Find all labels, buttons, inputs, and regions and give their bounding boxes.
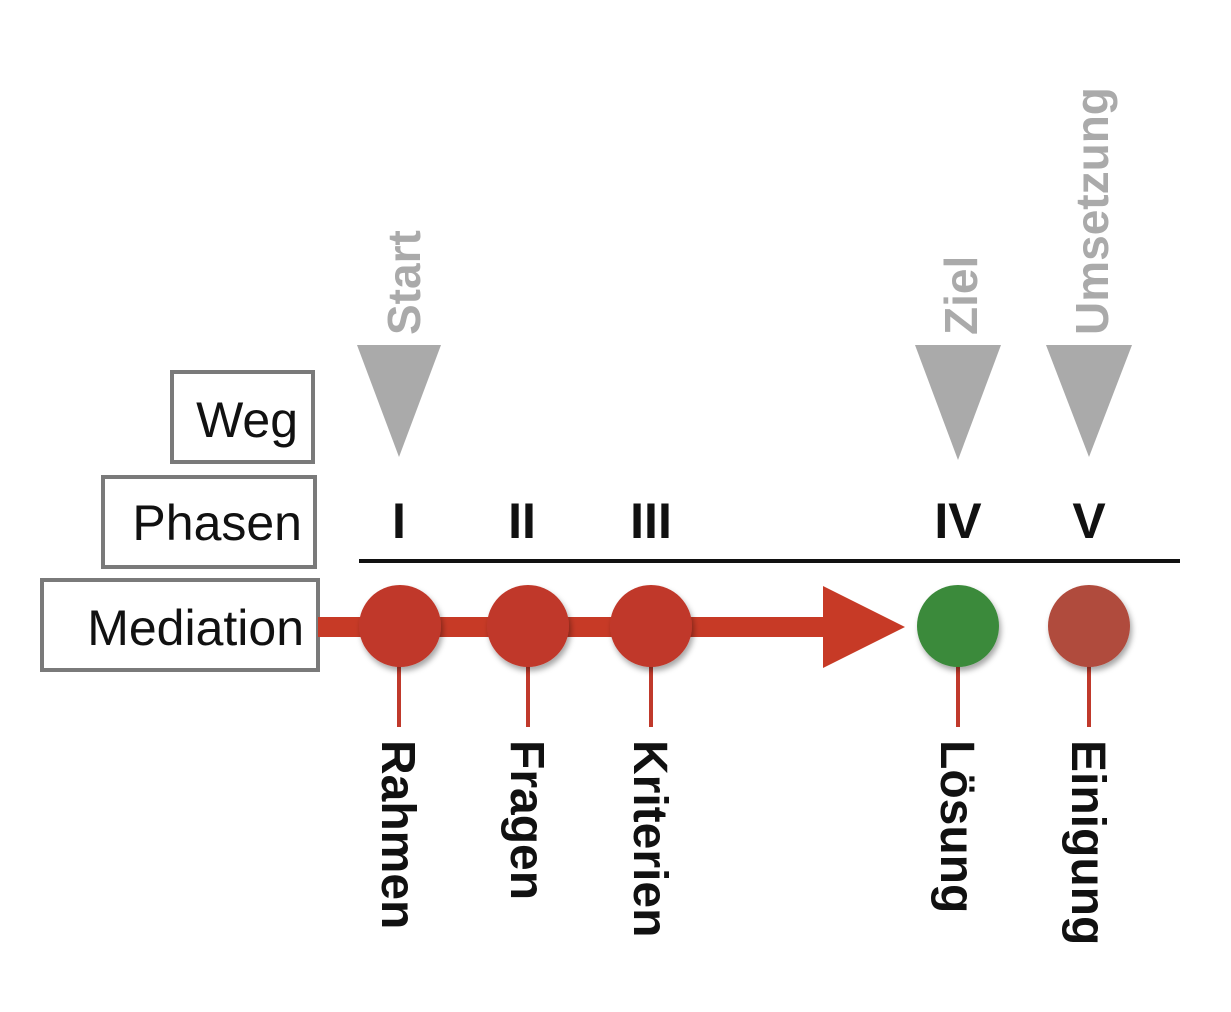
phase-numeral-3: III (630, 493, 672, 549)
step-circle-loesung (917, 585, 999, 667)
step-label-kriterien: Kriterien (623, 740, 676, 937)
mediation-label: Mediation (87, 600, 304, 656)
weg-box-frame (170, 370, 315, 464)
phase-numeral-2: II (508, 493, 536, 549)
step-label-rahmen: Rahmen (371, 740, 424, 929)
phasen-label: Phasen (132, 495, 302, 551)
step-label-einigung: Einigung (1061, 740, 1114, 945)
milestone-start: Start (378, 230, 430, 335)
weg-label: Weg (196, 392, 298, 448)
step-circle-kriterien (610, 585, 692, 667)
phase-numeral-1: I (392, 493, 406, 549)
mediation-box-frame (40, 578, 320, 672)
step-circle-fragen (487, 585, 569, 667)
process-arrow-icon (823, 586, 905, 668)
umsetzung-down-triangle-icon (1046, 345, 1132, 457)
milestone-ziel: Ziel (935, 256, 987, 335)
step-label-fragen: Fragen (500, 740, 553, 900)
milestone-umsetzung: Umsetzung (1066, 87, 1118, 335)
step-circle-einigung (1048, 585, 1130, 667)
ziel-down-triangle-icon (915, 345, 1001, 460)
phase-numeral-5: V (1072, 493, 1106, 549)
process-bar (318, 617, 838, 637)
start-down-triangle-icon (357, 345, 441, 457)
mediation-box: Mediation (40, 578, 320, 672)
weg-box: Weg (170, 370, 315, 464)
step-label-loesung: Lösung (930, 740, 983, 913)
phasen-box: Phasen (101, 475, 317, 569)
phasen-box-frame (101, 475, 317, 569)
step-circle-rahmen (359, 585, 441, 667)
phase-numeral-4: IV (934, 493, 982, 549)
